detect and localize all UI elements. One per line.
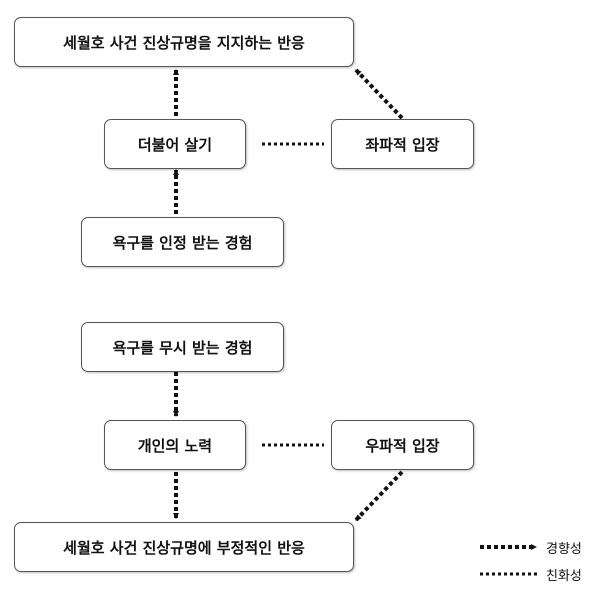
bottom-source-node: 욕구를 무시 받는 경험 (81, 322, 284, 372)
arrow-stance-to-result-bottom (354, 470, 404, 522)
arrow-stance-to-result-top (354, 68, 404, 120)
bottom-mediator-label: 개인의 노력 (137, 436, 213, 455)
top-mediator-node: 더불어 살기 (104, 119, 246, 169)
top-mediator-label: 더불어 살기 (137, 135, 213, 154)
legend-tendency-label: 경향성 (546, 542, 582, 557)
bottom-stance-node: 우파적 입장 (331, 420, 474, 470)
bottom-mediator-node: 개인의 노력 (104, 420, 246, 470)
top-source-node: 욕구를 인정 받는 경험 (81, 217, 284, 267)
bottom-stance-label: 우파적 입장 (365, 436, 440, 455)
bottom-result-node: 세월호 사건 진상규명에 부정적인 반응 (14, 522, 354, 572)
bottom-source-label: 욕구를 무시 받는 경험 (112, 338, 253, 357)
top-result-node: 세월호 사건 진상규명을 지지하는 반응 (14, 17, 354, 67)
legend-affinity-label: 친화성 (546, 569, 582, 584)
top-stance-label: 좌파적 입장 (365, 135, 440, 154)
bottom-result-label: 세월호 사건 진상규명에 부정적인 반응 (63, 538, 305, 557)
top-stance-node: 좌파적 입장 (331, 119, 474, 169)
top-source-label: 욕구를 인정 받는 경험 (112, 233, 253, 252)
top-result-label: 세월호 사건 진상규명을 지지하는 반응 (63, 33, 305, 52)
